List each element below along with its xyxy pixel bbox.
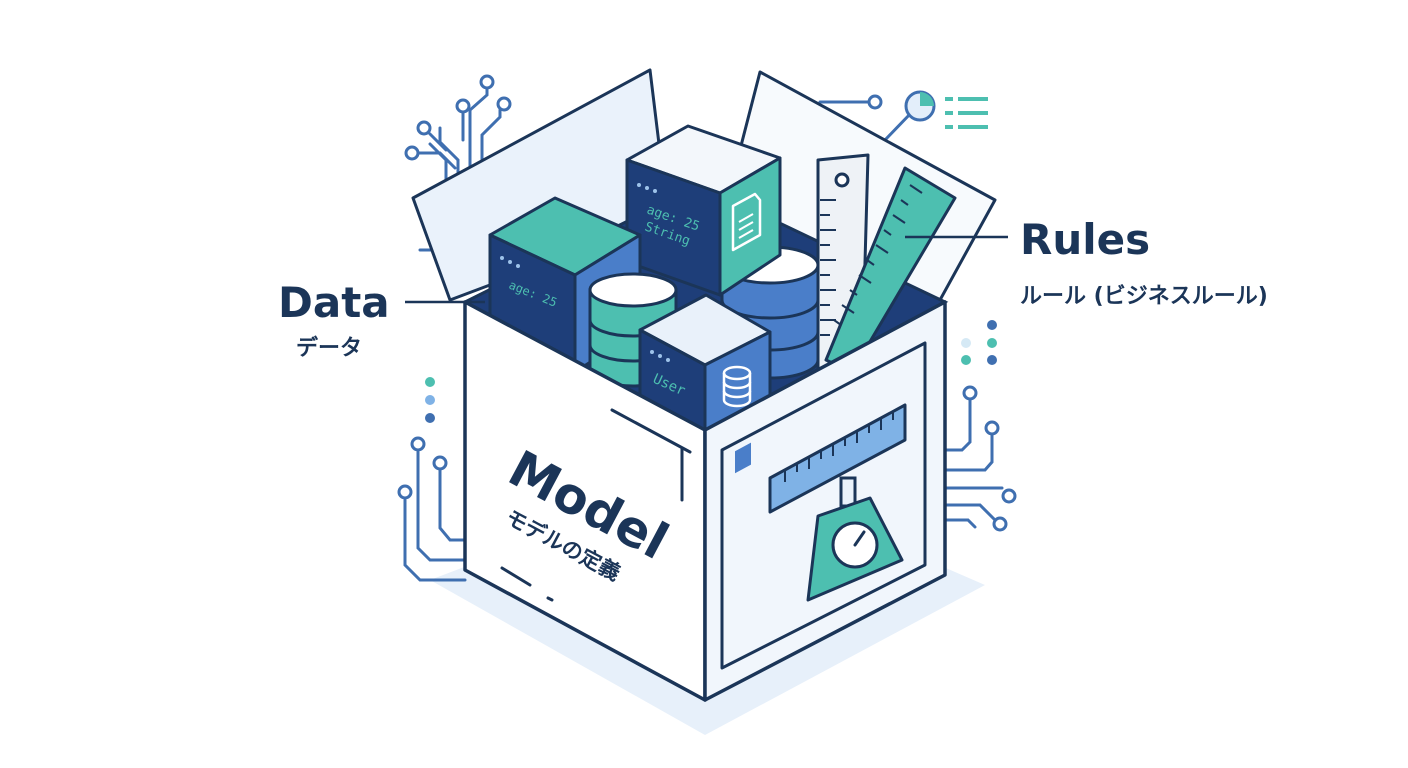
database-icon <box>722 365 752 408</box>
rules-subtitle: ルール (ビジネスルール) <box>1020 284 1268 309</box>
box-face-marks <box>500 408 692 602</box>
rules-title: Rules <box>1020 215 1150 264</box>
circuit-right-icon <box>818 94 1017 532</box>
box-face-right <box>703 300 947 702</box>
data-cube-top: age: 25 String <box>625 124 782 297</box>
list-icon <box>945 97 988 129</box>
data-title: Data <box>278 278 390 327</box>
dot-column-right <box>961 320 997 365</box>
document-icon <box>731 192 762 252</box>
box-tag <box>735 442 751 474</box>
dot-column-icon <box>425 377 435 423</box>
pie-chart-icon <box>904 90 936 122</box>
data-subtitle: データ <box>296 335 362 361</box>
scale-icon <box>768 403 907 602</box>
box-right-panel <box>720 341 927 670</box>
